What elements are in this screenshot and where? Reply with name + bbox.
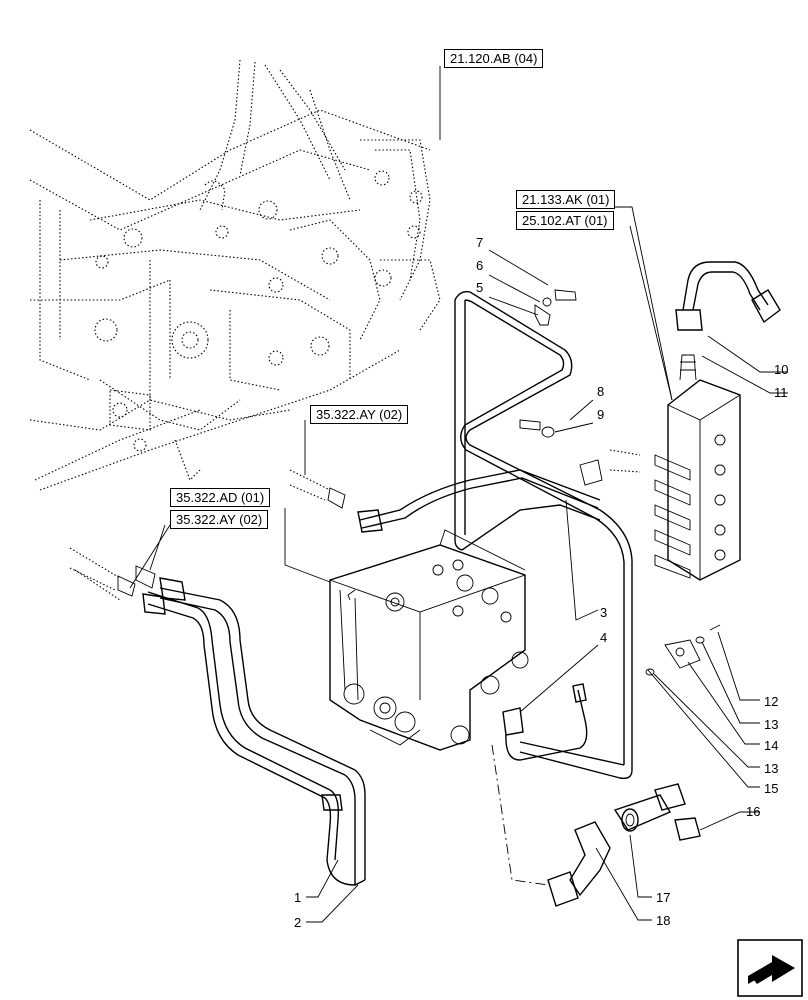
callout-8: 8 (597, 384, 605, 399)
ref-box-35-322-ay-bottom[interactable]: 35.322.AY (02) (170, 510, 269, 529)
callout-17: 17 (656, 890, 671, 905)
callout-7: 7 (476, 235, 484, 250)
ref-box-21-120-ab[interactable]: 21.120.AB (04) (444, 49, 544, 68)
next-page-arrow-icon[interactable] (737, 939, 803, 997)
callout-11: 11 (774, 385, 788, 400)
callout-1: 1 (294, 890, 302, 905)
pipe-10 (675, 261, 781, 331)
ref-box-35-322-ay-top[interactable]: 35.322.AY (02) (310, 405, 409, 424)
callout-10: 10 (774, 362, 789, 377)
callout-18: 18 (656, 913, 671, 928)
fittings (547, 783, 701, 907)
callout-12: 12 (764, 694, 779, 709)
ref-box-35-322-ad[interactable]: 35.322.AD (01) (170, 488, 271, 507)
callout-14: 14 (764, 738, 779, 753)
callout-13-upper: 13 (764, 717, 779, 732)
callout-6: 6 (476, 258, 484, 273)
control-valve-block (329, 529, 529, 751)
callout-5: 5 (476, 280, 484, 295)
callout-3: 3 (600, 605, 608, 620)
callout-4: 4 (600, 630, 608, 645)
connection-line (491, 744, 549, 886)
pipe-3 (357, 290, 633, 780)
callout-2: 2 (294, 915, 302, 930)
pipe-1-2 (142, 577, 366, 886)
callout-16: 16 (746, 804, 761, 819)
valve-stack (654, 354, 741, 581)
callout-15: 15 (764, 781, 779, 796)
ref-box-25-102-at[interactable]: 25.102.AT (01) (516, 211, 614, 230)
callout-13-lower: 13 (764, 761, 779, 776)
ref-box-21-133-ak[interactable]: 21.133.AK (01) (516, 190, 616, 209)
studs (69, 289, 721, 676)
callout-9: 9 (597, 407, 605, 422)
rear-axle-housing (29, 59, 441, 491)
